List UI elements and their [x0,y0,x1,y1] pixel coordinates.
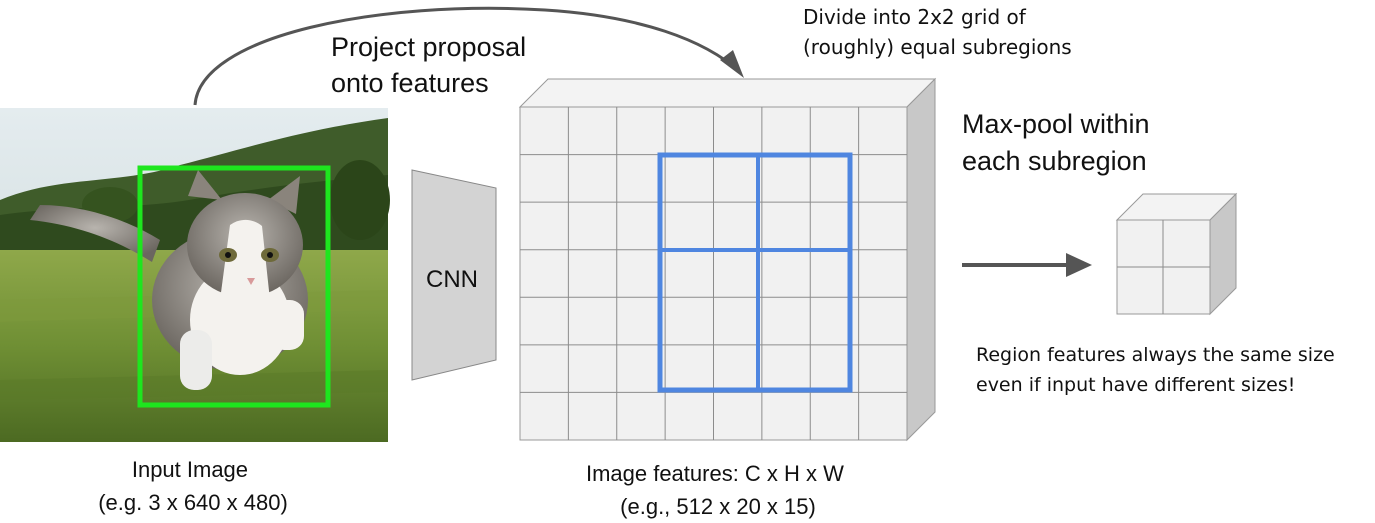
cnn-block: CNN [411,169,497,381]
proposal-label: Project proposal onto features [331,32,534,98]
projection-arrowhead [720,50,744,78]
feature-map [518,77,937,442]
projection-arrow [193,6,742,106]
input-caption: Input Image (e.g. 3 x 640 x 480) [98,457,288,515]
divide-label: Divide into 2x2 grid of (roughly) equal … [803,5,1072,59]
output-caption: Region features always the same size eve… [976,344,1341,396]
pool-arrowhead [1066,253,1092,277]
kitten-head [187,170,303,300]
proposal-box [137,165,331,408]
features-caption: Image features: C x H x W (e.g., 512 x 2… [586,461,850,519]
maxpool-label: Max-pool within each subregion [962,109,1157,176]
projected-region [657,152,853,393]
output-cube [1115,192,1238,316]
kitten-tail [30,205,160,262]
cnn-label: CNN [426,266,478,293]
input-image [0,108,390,442]
feature-map-top [518,78,937,108]
feature-map-side [906,77,936,442]
